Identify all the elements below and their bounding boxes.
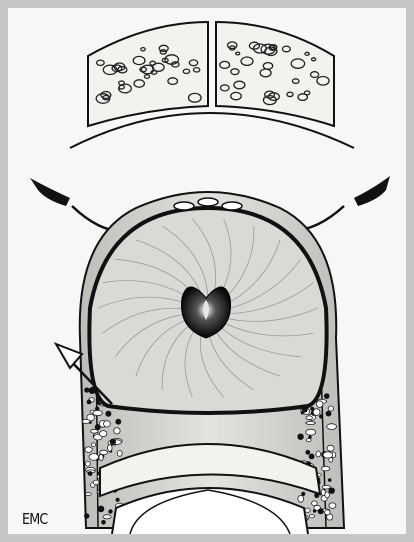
lateral-mark-left bbox=[30, 178, 70, 206]
illustration bbox=[8, 8, 406, 534]
anatomical-figure: EMC bbox=[8, 8, 406, 534]
credit-label: EMC bbox=[22, 510, 47, 528]
lateral-mark-right bbox=[354, 176, 390, 206]
